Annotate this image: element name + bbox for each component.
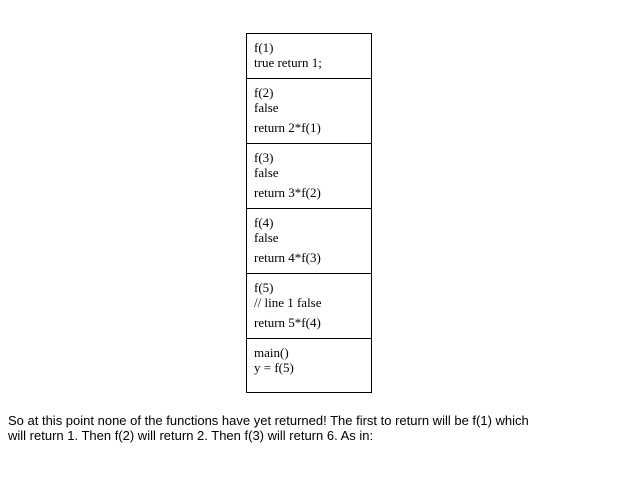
frame-return-line: return 4*f(3)	[254, 250, 321, 265]
frame-assignment-line: y = f(5)	[254, 360, 294, 375]
explanation-line-2: will return 1. Then f(2) will return 2. …	[8, 428, 374, 443]
stack-frame-f1: f(1) true return 1;	[247, 34, 371, 79]
stack-frame-main: main() y = f(5)	[247, 339, 371, 393]
explanation-paragraph: So at this point none of the functions h…	[8, 413, 608, 443]
frame-return-line: true return 1;	[254, 55, 322, 70]
explanation-line-1: So at this point none of the functions h…	[8, 413, 529, 428]
frame-return-line: return 5*f(4)	[254, 315, 321, 330]
stack-frame-f2: f(2) false return 2*f(1)	[247, 79, 371, 144]
frame-condition-line: false	[254, 165, 279, 180]
stack-frame-f5: f(5) // line 1 false return 5*f(4)	[247, 274, 371, 339]
stack-frame-f3: f(3) false return 3*f(2)	[247, 144, 371, 209]
frame-return-line: return 2*f(1)	[254, 120, 321, 135]
frame-condition-line: false	[254, 100, 279, 115]
frame-return-line: return 3*f(2)	[254, 185, 321, 200]
frame-call-label: f(1)	[254, 40, 274, 55]
frame-call-label: f(3)	[254, 150, 274, 165]
frame-condition-line: false	[254, 230, 279, 245]
frame-call-label: f(2)	[254, 85, 274, 100]
call-stack-diagram: f(1) true return 1; f(2) false return 2*…	[246, 33, 372, 393]
frame-call-label: main()	[254, 345, 289, 360]
frame-call-label: f(5)	[254, 280, 274, 295]
stack-frame-f4: f(4) false return 4*f(3)	[247, 209, 371, 274]
frame-call-label: f(4)	[254, 215, 274, 230]
frame-condition-line: // line 1 false	[254, 295, 322, 310]
